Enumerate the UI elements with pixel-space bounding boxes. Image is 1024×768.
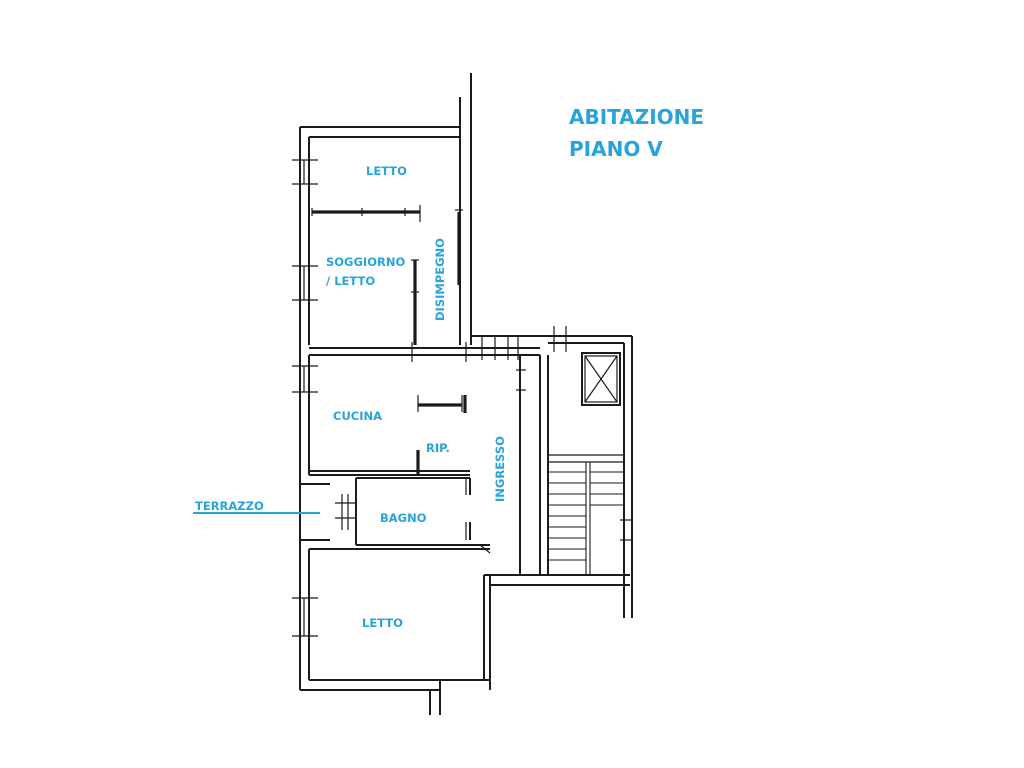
room-label-bagno: BAGNO <box>380 511 427 525</box>
walls <box>292 73 633 715</box>
elevator-shaft-icon <box>581 352 621 406</box>
window-marks-left <box>292 159 318 637</box>
room-label-soggiorno-line2: / LETTO <box>326 274 375 288</box>
room-label-disimpegno: DISIMPEGNO <box>433 238 447 321</box>
stairs <box>548 462 624 575</box>
room-label-letto-bottom: LETTO <box>362 616 403 630</box>
room-label-letto-top: LETTO <box>366 164 407 178</box>
title-line1: ABITAZIONE <box>569 105 704 129</box>
room-label-ingresso: INGRESSO <box>493 436 507 502</box>
room-label-rip: RIP. <box>426 441 450 455</box>
room-label-soggiorno-line1: SOGGIORNO <box>326 255 405 269</box>
title-line2: PIANO V <box>569 137 663 161</box>
room-label-terrazzo: TERRAZZO <box>195 499 264 513</box>
room-label-cucina: CUCINA <box>333 409 382 423</box>
